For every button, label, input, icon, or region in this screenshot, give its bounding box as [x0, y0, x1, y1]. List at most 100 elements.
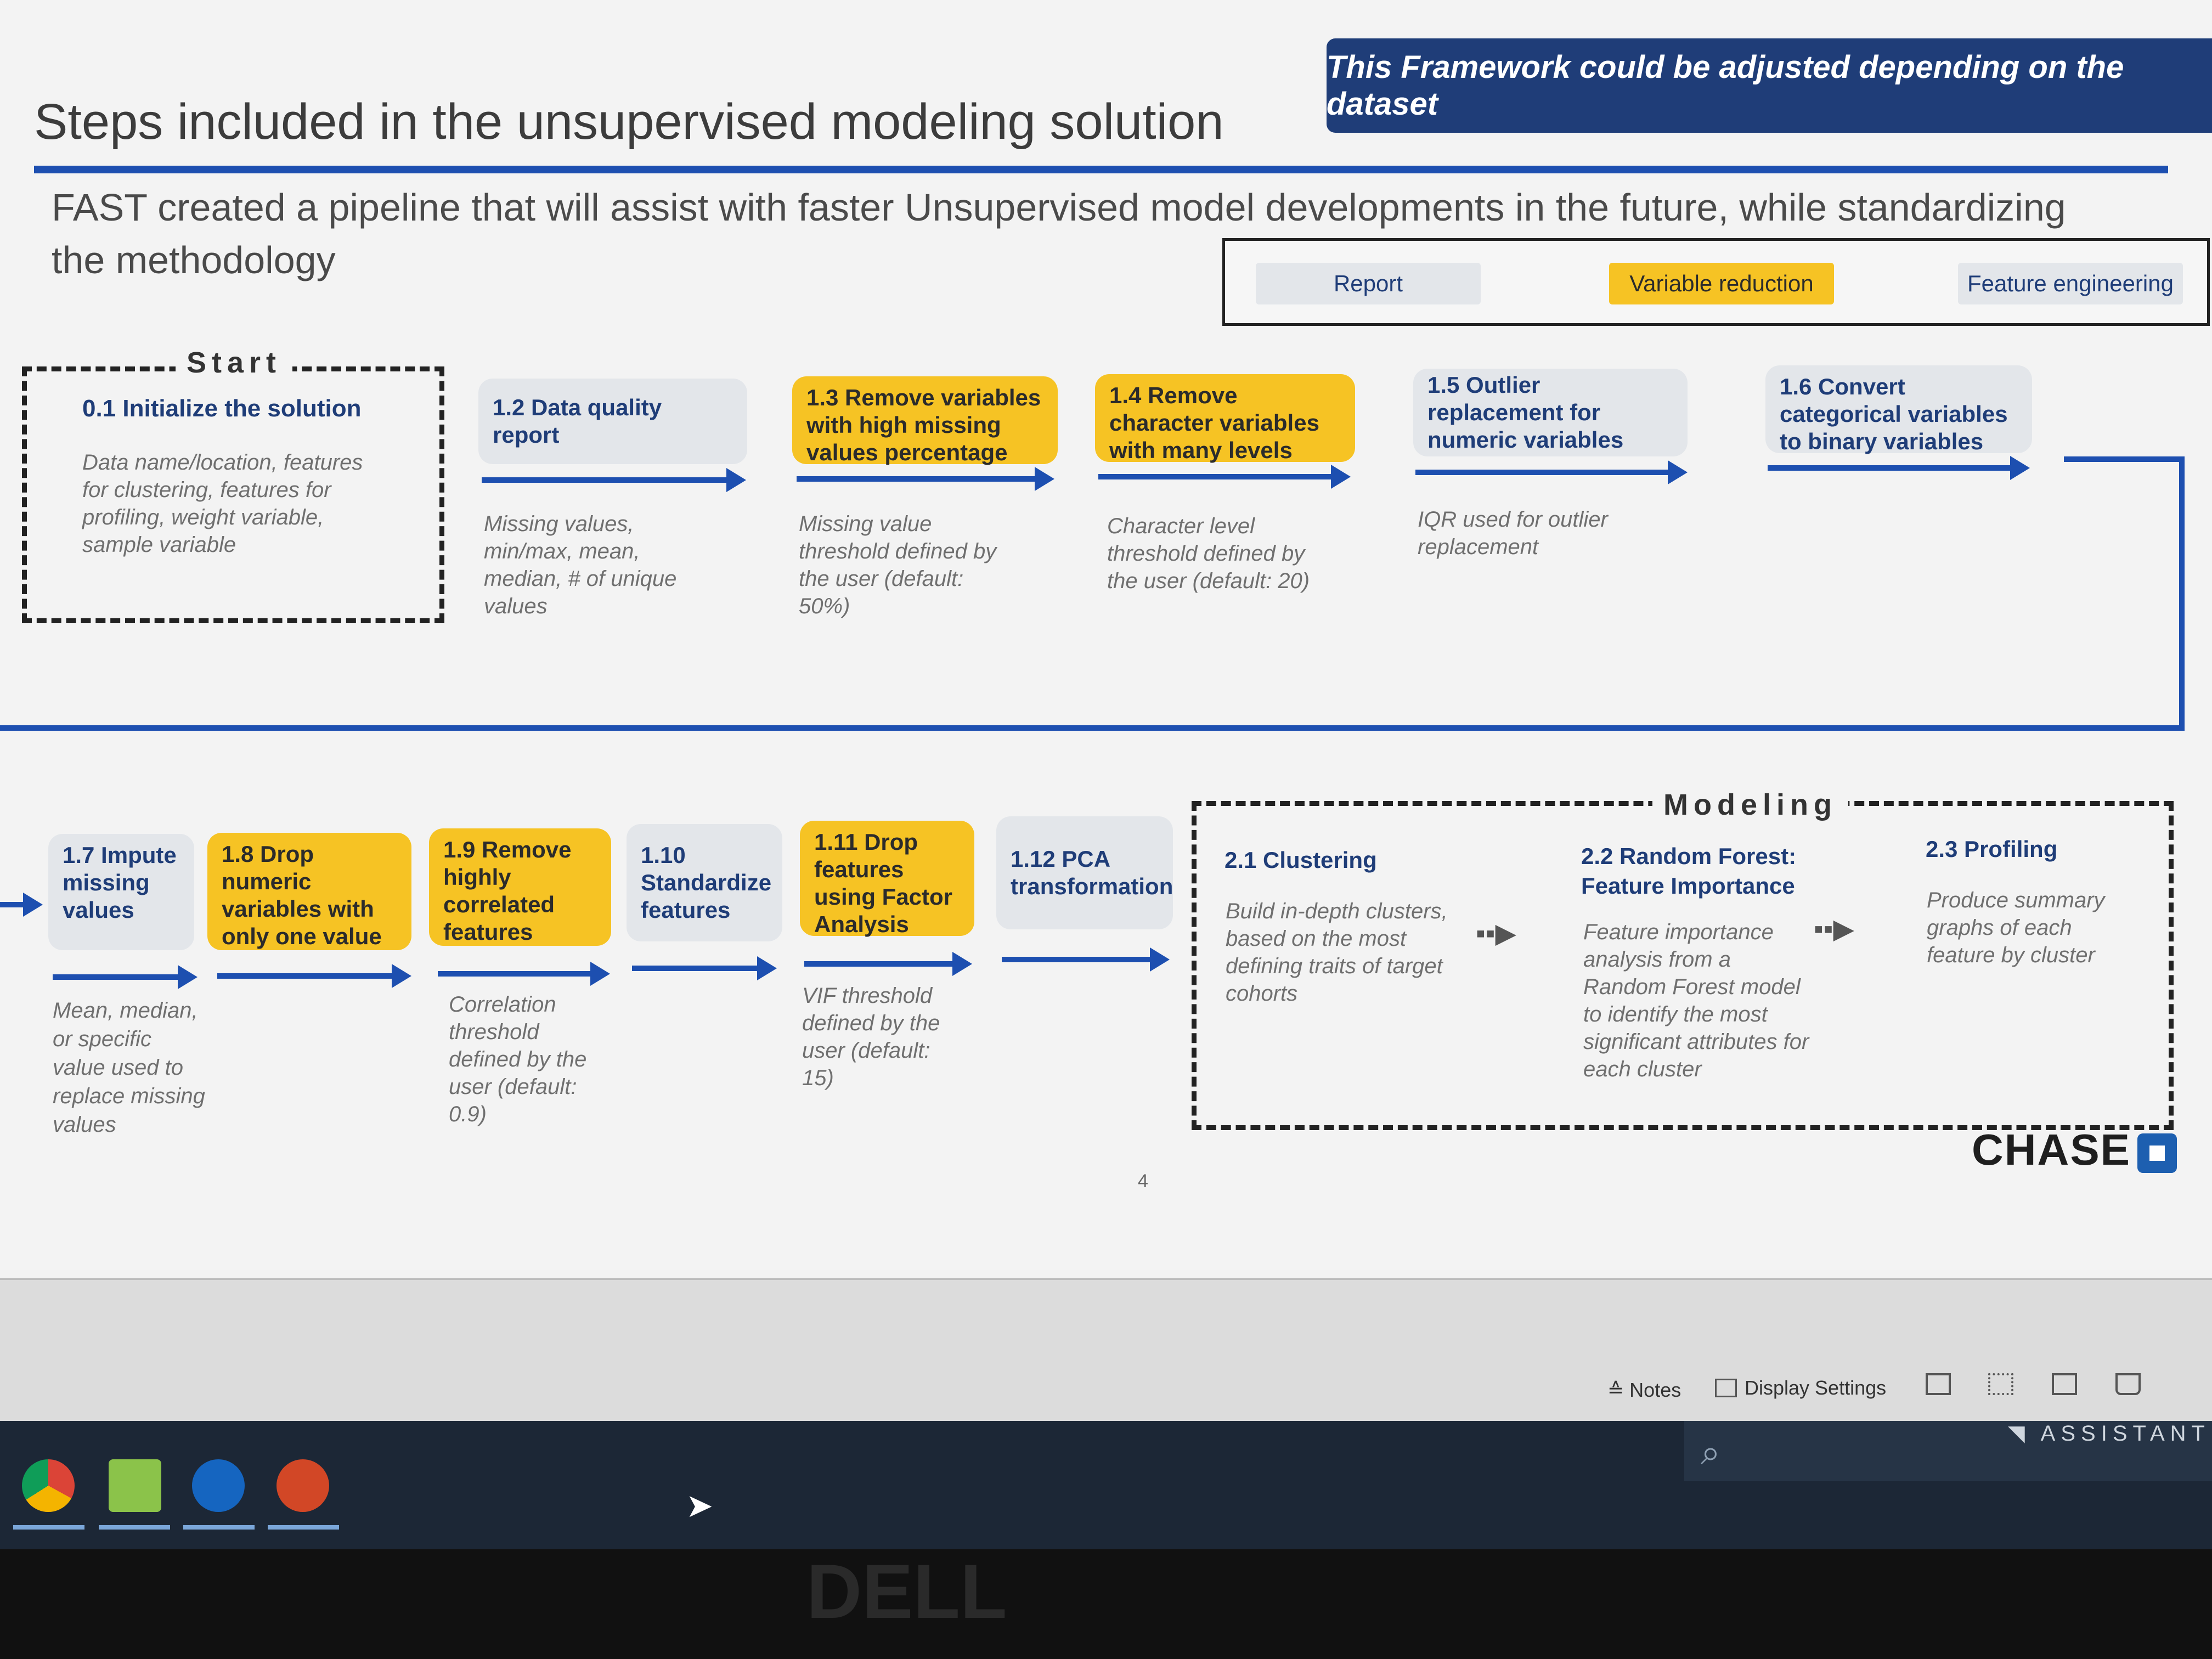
display-settings-label: Display Settings — [1745, 1376, 1887, 1399]
legend-report: Report — [1256, 263, 1481, 304]
arrow-1-8 — [217, 964, 411, 988]
step-1-6-box: 1.6 Convert categorical variables to bin… — [1765, 365, 2032, 454]
powerpoint-active-indicator — [268, 1525, 339, 1530]
chase-logo-icon — [2137, 1133, 2177, 1173]
chase-brand: CHASE — [1972, 1125, 2177, 1175]
legend-feature-engineering: Feature engineering — [1958, 263, 2183, 304]
notes-icon: ≙ — [1607, 1379, 1624, 1401]
step-1-2-title: 1.2 Data quality report — [493, 394, 662, 448]
step-1-5-desc: IQR used for outlier replacement — [1418, 507, 1608, 559]
assistant-text: ASSISTANT — [2040, 1421, 2210, 1446]
display-settings-button[interactable]: Display Settings — [1715, 1376, 1886, 1400]
connector-bottom — [0, 725, 2185, 731]
notes-button[interactable]: ≙ Notes — [1607, 1379, 1681, 1402]
step-1-7-title: 1.7 Impute missing values — [63, 842, 177, 923]
monitor-bezel — [0, 1549, 2212, 1659]
arrow-1-6 — [1768, 456, 2030, 480]
chrome-icon[interactable] — [22, 1459, 75, 1512]
step-2-3-desc: Produce summary graphs of each feature b… — [1927, 888, 2105, 967]
display-settings-icon — [1715, 1379, 1737, 1397]
framework-banner: This Framework could be adjusted dependi… — [1327, 38, 2212, 133]
assistant-label[interactable]: ◥ ASSISTANT — [2008, 1421, 2210, 1446]
step-1-10-box: 1.10 Standardize features — [627, 824, 782, 941]
arrow-1-12 — [1002, 947, 1170, 972]
step-1-11-title: 1.11 Drop features using Factor Analysis — [814, 829, 953, 937]
slide-sorter-button[interactable] — [1988, 1373, 2021, 1395]
dell-logo: DELL — [806, 1548, 1007, 1634]
step-2-1-desc: Build in-depth clusters, based on the mo… — [1226, 899, 1448, 1006]
step-1-4-title: 1.4 Remove character variables with many… — [1109, 382, 1319, 463]
step-1-3-box: 1.3 Remove variables with high missing v… — [792, 376, 1058, 465]
step-1-4-desc: Character level threshold defined by the… — [1107, 514, 1310, 593]
arrow-into-1-7 — [0, 893, 43, 917]
dotted-arrow-2-1: ▪▪▶ — [1476, 918, 1516, 949]
step-1-2-box: 1.2 Data quality report — [478, 379, 747, 464]
step-1-5-title: 1.5 Outlier replacement for numeric vari… — [1427, 372, 1624, 453]
arrow-1-4 — [1098, 465, 1351, 489]
slide-subtitle: FAST created a pipeline that will assist… — [52, 186, 2066, 281]
step-1-7-box: 1.7 Impute missing values — [48, 834, 194, 950]
taskbar-search[interactable]: ⌕ — [1684, 1421, 2212, 1481]
slide-title: Steps included in the unsupervised model… — [34, 94, 1224, 150]
chrome-active-indicator — [13, 1525, 84, 1530]
step-2-1-title: 2.1 Clustering — [1224, 847, 1377, 873]
step-1-11-box: 1.11 Drop features using Factor Analysis — [800, 821, 974, 937]
step-1-11-desc: VIF threshold defined by the user (defau… — [802, 984, 940, 1090]
arrow-1-2 — [482, 468, 746, 492]
connector-right — [2179, 456, 2185, 725]
step-1-3-title: 1.3 Remove variables with high missing v… — [806, 385, 1041, 465]
mouse-cursor-icon: ➤ — [686, 1487, 714, 1524]
arrow-1-7 — [53, 965, 198, 989]
slideshow-button[interactable] — [2115, 1373, 2148, 1395]
step-1-9-box: 1.9 Remove highly correlated features — [429, 828, 611, 946]
step-2-2-title: 2.2 Random Forest: Feature Importance — [1581, 843, 1797, 899]
step-1-9-desc: Correlation threshold defined by the use… — [449, 992, 587, 1126]
modeling-label: Modeling — [1652, 788, 1848, 822]
step-1-7-desc: Mean, median, or specific value used to … — [53, 998, 205, 1137]
step-1-9-title: 1.9 Remove highly correlated features — [443, 837, 572, 945]
normal-view-icon — [1926, 1373, 1951, 1395]
arrow-1-9 — [438, 962, 610, 986]
arrow-1-11 — [804, 952, 972, 976]
step-2-3-title: 2.3 Profiling — [1926, 836, 2058, 862]
legend-variable-reduction: Variable reduction — [1609, 263, 1834, 304]
dotted-arrow-2-2: ▪▪▶ — [1814, 913, 1854, 944]
arrow-1-10 — [632, 956, 777, 980]
step-0-1-desc: Data name/location, features for cluster… — [82, 450, 363, 557]
reading-view-button[interactable] — [2052, 1373, 2085, 1395]
notepad-icon[interactable] — [109, 1459, 161, 1512]
step-1-8-box: 1.8 Drop numeric variables with only one… — [207, 833, 411, 950]
maps-active-indicator — [183, 1525, 255, 1530]
title-rule — [34, 166, 2168, 173]
connector-top — [2064, 456, 2185, 462]
step-1-12-box: 1.12 PCA transformation — [996, 816, 1173, 929]
search-icon: ⌕ — [1701, 1432, 1720, 1472]
step-1-4-box: 1.4 Remove character variables with many… — [1095, 374, 1355, 463]
normal-view-button[interactable] — [1926, 1373, 1959, 1395]
framework-banner-text: This Framework could be adjusted dependi… — [1327, 49, 2124, 122]
maps-icon[interactable] — [192, 1459, 245, 1512]
arrow-1-5 — [1415, 460, 1688, 484]
step-2-2-desc: Feature importance analysis from a Rando… — [1583, 920, 1809, 1081]
powerpoint-status-bar: ≙ Notes Display Settings — [0, 1278, 2212, 1421]
start-label: Start — [176, 346, 293, 380]
page-number: 4 — [1138, 1171, 1148, 1192]
chase-wordmark: CHASE — [1972, 1125, 2131, 1174]
powerpoint-icon[interactable] — [276, 1459, 329, 1512]
step-1-3-desc: Missing value threshold defined by the u… — [799, 512, 997, 618]
reading-view-icon — [2052, 1373, 2077, 1395]
step-1-6-title: 1.6 Convert categorical variables to bin… — [1780, 374, 2008, 454]
step-0-1-title: 0.1 Initialize the solution — [82, 395, 362, 422]
slide: Steps included in the unsupervised model… — [0, 0, 2212, 1278]
step-1-5-box: 1.5 Outlier replacement for numeric vari… — [1413, 369, 1688, 456]
step-1-10-title: 1.10 Standardize features — [641, 842, 772, 923]
slideshow-icon — [2115, 1373, 2141, 1395]
step-1-12-title: 1.12 PCA transformation — [1011, 846, 1173, 899]
step-1-8-title: 1.8 Drop numeric variables with only one… — [222, 841, 382, 949]
notes-label: Notes — [1629, 1379, 1681, 1401]
slide-sorter-icon — [1988, 1373, 2013, 1395]
arrow-1-3 — [797, 467, 1054, 491]
notepad-active-indicator — [99, 1525, 170, 1530]
step-1-2-desc: Missing values, min/max, mean, median, #… — [484, 512, 677, 618]
legend: Report Variable reduction Feature engine… — [1222, 238, 2210, 326]
